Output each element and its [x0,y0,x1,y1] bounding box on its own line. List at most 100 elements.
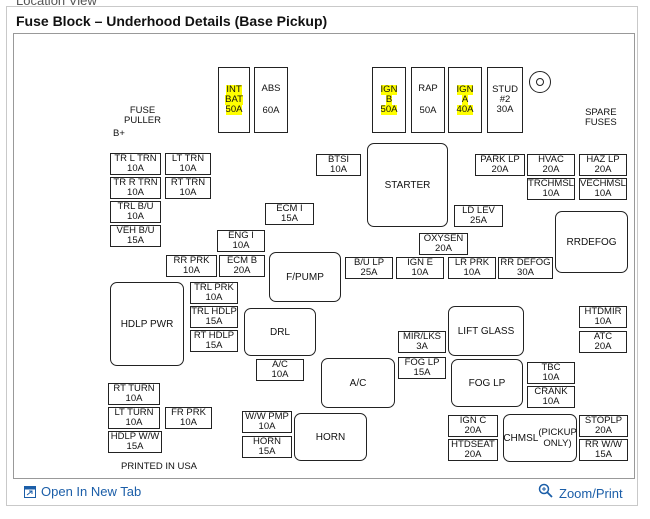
fuse-eng-i-line-2: 10A [232,240,250,251]
relay-horn-label: HORN [315,431,346,443]
fuse-ign-c-line-1: IGN C [459,415,487,426]
fuse-bu-lp-line-2: 25A [360,267,378,278]
zoom-print-link[interactable]: Zoom/Print [538,480,623,501]
fuse-rap-line-1: RAP [418,83,438,94]
fuse-ign-b: IGN B 50A [372,67,406,133]
relay-chmsl-line-2: (PICKUP ONLY) [538,427,577,449]
fuse-park-lp-line-1: PARK LP [480,154,520,165]
relay-lift-glass-label: LIFT GLASS [457,325,515,337]
fuse-ign-e-line-2: 10A [411,267,429,278]
fuse-stud-2: STUD #2 30A [487,67,523,133]
fuse-hvac-line-2: 20A [542,164,560,175]
fuse-int-bat-line-3: 50A [225,104,243,115]
fuse-mir-lks-line-2: 3A [416,341,428,352]
fuse-trl-bu-line-2: 10A [127,211,144,222]
stud-terminal-icon [529,71,551,93]
fuse-atc-line-2: 20A [594,341,612,352]
fuse-ign-a-line-2: A [461,94,469,105]
relay-chmsl: CHMSL(PICKUP ONLY) [503,414,577,462]
fuse-lt-turn-line-2: 10A [125,417,143,428]
fuse-veh-bu-line-1: VEH B/U [116,225,155,236]
relay-hdlp-pwr-label: HDLP PWR [120,318,174,330]
fuse-btsi-line-1: BTSI [327,154,350,165]
fuse-trl-prk-line-1: TRL PRK [194,282,234,293]
fuse-int-bat-line-2: BAT [225,94,243,105]
relay-fpump-label: F/PUMP [286,271,324,283]
fuse-abs-line-1: ABS [261,83,281,94]
fuse-fog-lp-line-1: FOG LP [404,357,440,368]
fuse-mir-lks-line-1: MIR/LKS [402,331,441,342]
page-title: Fuse Block – Underhood Details (Base Pic… [16,13,328,29]
fuse-haz-lp-line-1: HAZ LP [586,154,620,165]
fuse-eng-i-line-1: ENG I [228,230,254,241]
fuse-rr-prk-line-2: 10A [183,265,200,276]
fuse-veh-bu-line-2: 15A [127,235,144,246]
fuse-vechmsl-line-2: 10A [594,188,612,199]
relay-ac: A/C [321,358,395,408]
zoom-print-label: Zoom/Print [559,486,623,501]
relay-fog-lp-label: FOG LP [468,377,506,389]
fuse-rt-hdlp-line-1: RT HDLP [193,330,235,341]
open-in-new-tab-link[interactable]: Open In New Tab [24,484,141,499]
fuse-hvac-line-1: HVAC [538,154,564,165]
fuse-tbc-line-1: TBC [541,362,561,373]
open-in-new-tab-label: Open In New Tab [41,484,142,499]
fuse-ign-b-line-3: 50A [380,104,398,115]
fuse-rt-turn-line-1: RT TURN [113,383,155,394]
fuse-tr-l-trn-line-1: TR L TRN [114,153,157,164]
b-plus-label: B+ [113,128,125,139]
fuse-ecm-b-line-1: ECM B [226,255,258,266]
fuse-lt-turn-line-1: LT TURN [114,407,154,418]
fuse-stud-2-line-1: STUD [492,84,518,95]
relay-chmsl-line-1: CHMSL [503,432,539,444]
fuse-horn-line-2: 15A [258,446,276,457]
fuse-ac-line-2: 10A [271,369,289,380]
relay-lift-glass: LIFT GLASS [448,306,524,356]
fuse-ld-lev-line-1: LD LEV [462,205,495,216]
spare-fuses-label: SPARE FUSES [585,108,617,128]
fuse-rr-ww-line-1: RR W/W [585,439,622,450]
fuse-rt-turn-line-2: 10A [125,393,143,404]
fuse-hdlp-ww-line-1: HDLP W/W [110,431,160,442]
fuse-ld-lev-line-2: 25A [470,215,487,226]
fuse-ww-pmp-line-2: 10A [258,421,276,432]
fuse-ecm-i-line-1: ECM I [276,203,303,214]
fuse-puller-line-1: FUSE [129,105,156,116]
fuse-lr-prk-line-2: 10A [463,267,481,278]
fuse-haz-lp-line-2: 20A [594,164,612,175]
fuse-puller-line-2: PULLER [124,115,161,126]
fuse-fr-prk-line-1: FR PRK [171,407,206,418]
fuse-block-diagram: FUSE PULLER B+ SPARE FUSES PRINTED IN US… [13,33,635,479]
fuse-tr-r-trn-line-1: TR R TRN [113,177,158,188]
fuse-vechmsl-line-1: VECHMSL [580,178,626,189]
fuse-int-bat-line-1: INT [226,84,242,95]
relay-starter: STARTER [367,143,448,227]
fuse-stoplp-line-2: 20A [595,425,612,436]
